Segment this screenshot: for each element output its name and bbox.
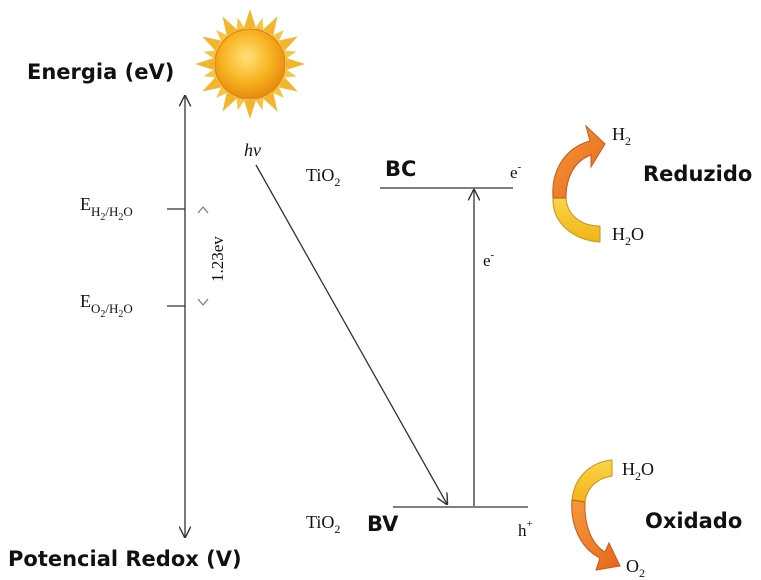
transfer-electron-label: e- (483, 249, 495, 270)
h2-level: EH2/H2O (80, 194, 185, 223)
gap-bracket: 1.23ev (197, 206, 227, 306)
reduction-label: Reduzido (643, 162, 752, 186)
oxidation-arrow-icon (571, 459, 621, 571)
o2-level: EO2/H2O (80, 291, 185, 320)
oxidation-reaction: H2O O2 Oxidado (571, 459, 742, 580)
oxidation-reactant: H2O (622, 459, 654, 483)
bc-electron-label: e- (510, 161, 522, 182)
o2-level-label: EO2/H2O (80, 291, 133, 320)
reduction-product: H2 (612, 124, 631, 148)
valence-band: TiO2 BV h+ (306, 506, 533, 540)
bv-hole-label: h+ (518, 518, 533, 540)
oxidation-label: Oxidado (645, 509, 742, 533)
bc-label: BC (385, 157, 416, 181)
bv-label: BV (367, 512, 399, 536)
photon-label: hv (244, 140, 261, 160)
h2-level-label: EH2/H2O (80, 194, 133, 223)
sun-icon (195, 9, 305, 119)
energy-axis-label: Energia (eV) (27, 60, 174, 84)
gap-label: 1.23ev (208, 236, 227, 282)
reduction-reactant: H2O (612, 224, 644, 248)
conduction-band: TiO2 BC e- (306, 157, 522, 189)
redox-axis-label: Potencial Redox (V) (8, 547, 242, 571)
bc-material-label: TiO2 (306, 165, 340, 189)
reduction-reaction: H2 H2O Reduzido (552, 124, 752, 248)
photon-arrow (255, 164, 447, 504)
reduction-arrow-icon (552, 124, 606, 243)
oxidation-product: O2 (626, 556, 645, 580)
bv-material-label: TiO2 (306, 512, 340, 536)
